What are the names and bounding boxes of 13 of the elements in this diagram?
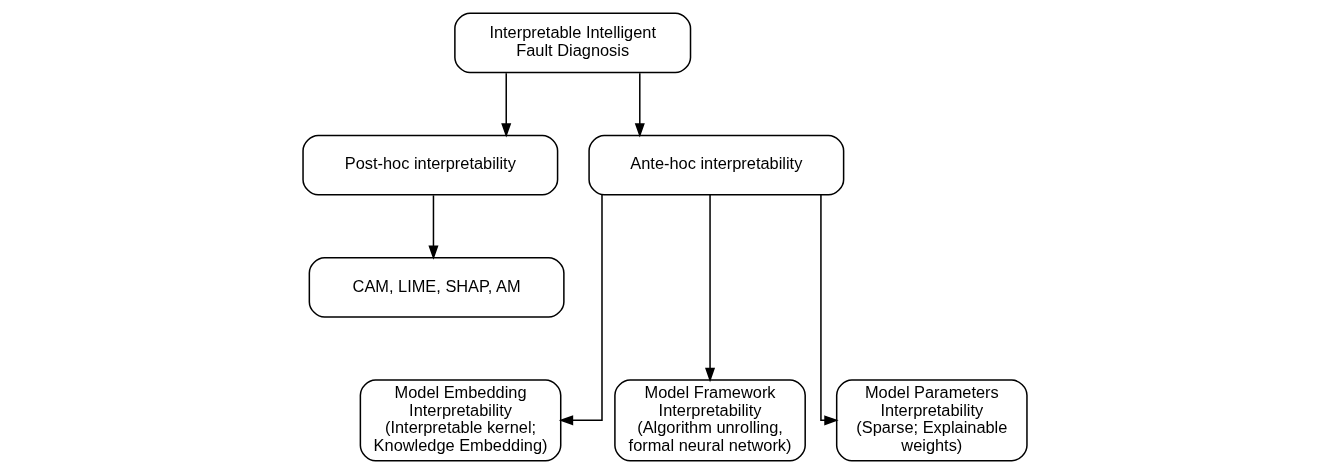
node-box: Interpretable Intelligent Fault Diagnosis	[453, 12, 691, 74]
arrow	[427, 194, 438, 260]
node-box: Ante-hoc interpretability	[587, 134, 844, 196]
node-box: CAM, LIME, SHAP, AM	[308, 257, 565, 318]
arrow	[500, 72, 511, 138]
node-box: Model Parameters Interpretability (Sparse; Explainable weights)	[835, 379, 1028, 462]
arrow	[704, 194, 715, 383]
node-box: Model Embedding Interpretability (Interpretable kernel; Knowledge Embedding)	[359, 379, 561, 462]
arrow	[634, 72, 645, 138]
node-box: Model Framework Interpretability (Algorithm unrolling, formal neural network)	[613, 379, 806, 462]
node-box: Post-hoc interpretability	[301, 134, 558, 196]
arrow	[558, 194, 603, 426]
arrow	[819, 194, 839, 426]
